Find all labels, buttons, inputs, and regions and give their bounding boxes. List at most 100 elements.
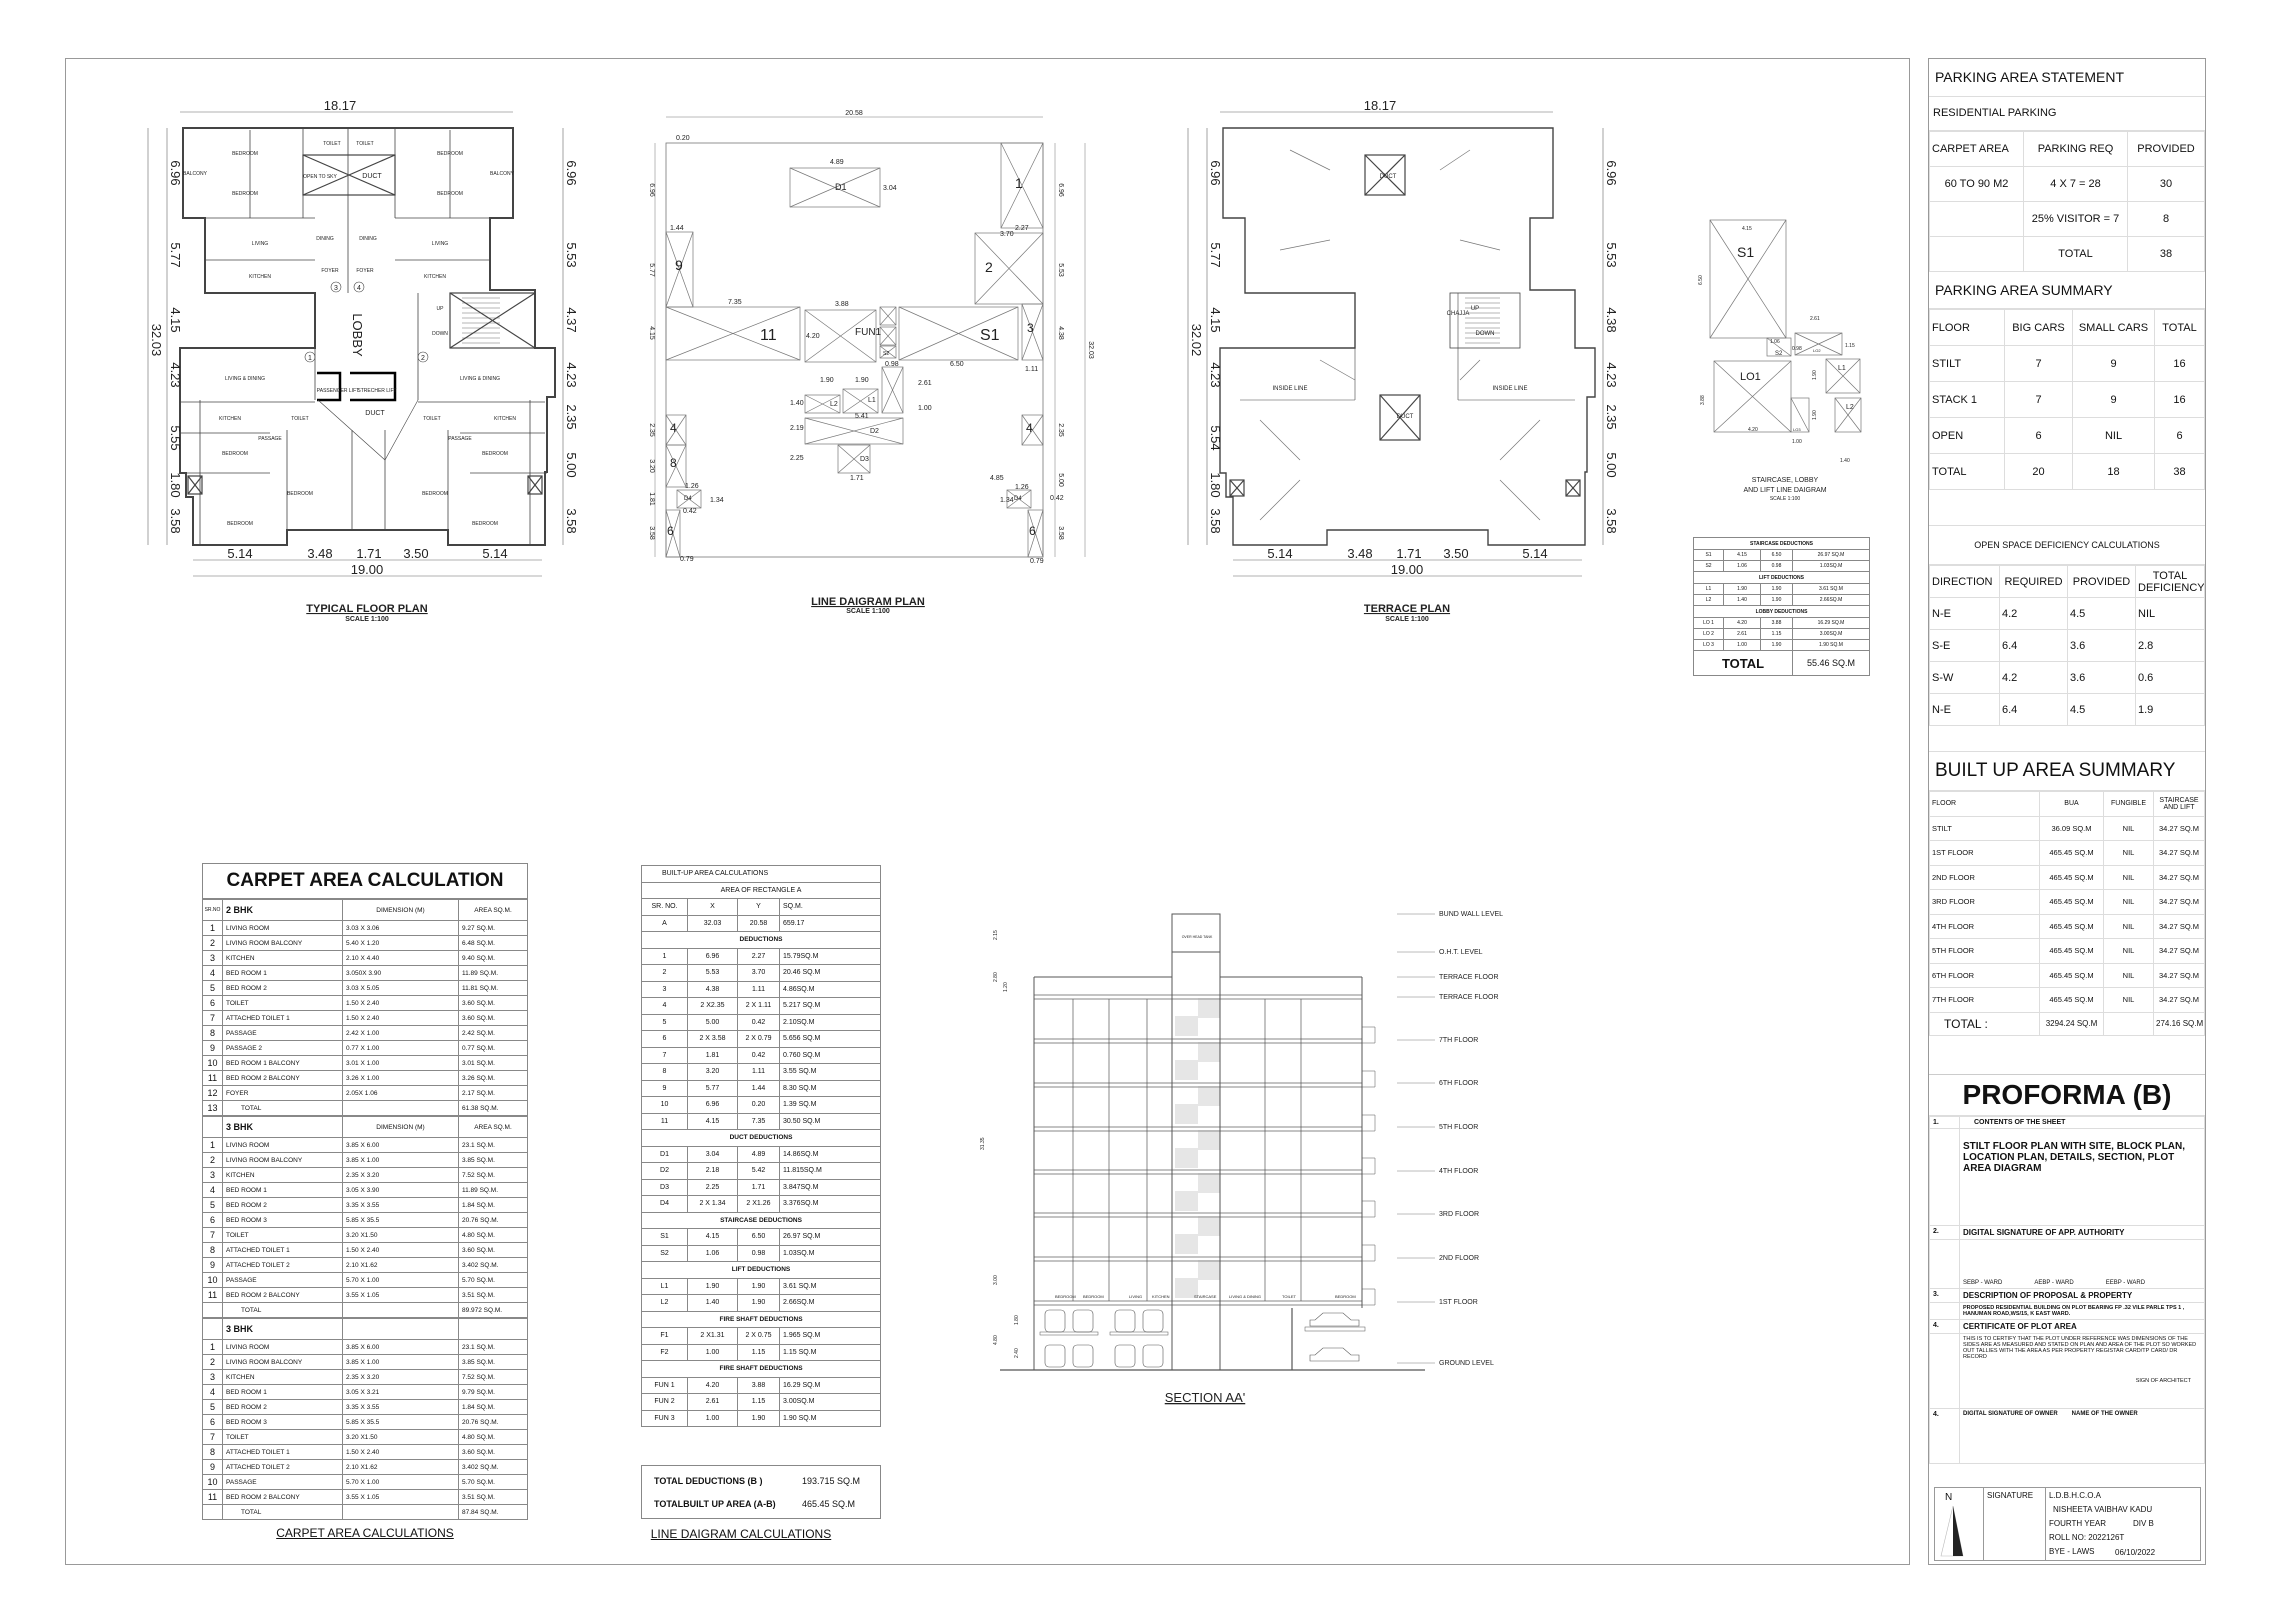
- table-cell: NIL: [2103, 913, 2154, 939]
- table-cell: ATTACHED TOILET 1: [222, 1010, 343, 1026]
- table-cell: S-W: [1929, 661, 2000, 694]
- dim: 1.71: [850, 475, 864, 482]
- calc-caption: LINE DAIGRAM CALCULATIONS: [650, 1527, 832, 1541]
- table-cell: 4.15: [687, 1228, 738, 1246]
- table-cell: 3.20 X1.50: [342, 1429, 459, 1445]
- arrow-icon: [1439, 149, 1471, 171]
- dim: 6.96: [1057, 183, 1064, 197]
- table-cell: LIVING ROOM: [222, 1339, 343, 1355]
- terrace-outline: [1219, 127, 1596, 546]
- table-cell: 3RD FLOOR: [1929, 889, 2040, 915]
- table-cell: 10: [202, 1272, 223, 1288]
- parking-summary-title: PARKING AREA SUMMARY: [1929, 272, 2205, 309]
- dim: 2.35: [564, 404, 579, 429]
- dim: 3.58: [648, 526, 655, 540]
- dim: 1.26: [685, 483, 699, 490]
- table-cell: STAIRCASE DEDUCTIONS: [1693, 537, 1870, 550]
- dim: 0.42: [1050, 495, 1064, 502]
- table-cell: TOILET: [222, 1429, 343, 1445]
- dim: 5.14: [1522, 546, 1547, 561]
- table-cell: 11.815SQ.M: [779, 1162, 881, 1180]
- table-cell: 1.90: [1760, 639, 1793, 651]
- table-cell: L1: [1693, 583, 1724, 595]
- block-label: L2: [830, 401, 838, 408]
- builtup-calc-table: BUILT-UP AREA CALCULATIONS AREA OF RECTA…: [641, 865, 881, 1427]
- table-cell: SMALL CARS: [2072, 309, 2155, 346]
- table-cell: 2 X2.35: [687, 997, 738, 1015]
- car-icon: [1309, 1312, 1360, 1327]
- table-cell: [2103, 1011, 2154, 1036]
- table-cell: 2.8: [2135, 629, 2205, 662]
- table-cell: 3.847SQ.M: [779, 1178, 881, 1196]
- table-cell: TOTAL: [222, 1302, 343, 1318]
- table-cell: 3.61 SQ.M: [779, 1277, 881, 1295]
- dim: 2.35: [1057, 423, 1064, 437]
- dim: 6.96: [168, 160, 183, 185]
- block-label: L2: [1846, 404, 1854, 411]
- table-cell: 3 BHK: [222, 1116, 343, 1138]
- table-cell: 5TH FLOOR: [1929, 938, 2040, 964]
- table-cell: BED ROOM 2: [222, 1399, 343, 1415]
- table-cell: 3.55 X 1.05: [342, 1489, 459, 1505]
- deduction-blocks: [665, 142, 1044, 558]
- table-cell: FUN 2: [641, 1393, 688, 1411]
- parking-statement-subtitle: RESIDENTIAL PARKING: [1929, 97, 2205, 131]
- table-cell: 2: [202, 935, 223, 951]
- table-cell: 20: [2004, 453, 2073, 490]
- table-cell: 1.9: [2135, 693, 2205, 726]
- table-cell: L2: [1693, 594, 1724, 606]
- table-cell: 61.38 SQ.M.: [458, 1100, 528, 1116]
- item-heading: DESCRIPTION OF PROPOSAL & PROPERTY: [1959, 1287, 2205, 1303]
- north-arrow-icon: [1940, 1505, 1964, 1557]
- table-cell: KITCHEN: [222, 950, 343, 966]
- table-cell: 12: [202, 1085, 223, 1101]
- table-cell: LIVING ROOM: [222, 920, 343, 936]
- table-cell: 3.04: [687, 1145, 738, 1163]
- item-heading: CERTIFICATE OF PLOT AREA: [1959, 1318, 2205, 1334]
- dim: 1.11: [1025, 366, 1038, 373]
- dim-overall-width: 19.00: [1391, 562, 1424, 577]
- table-cell: 16.29 SQ.M: [1792, 617, 1870, 629]
- table-cell: 2.10SQ.M: [779, 1013, 881, 1031]
- table-cell: BED ROOM 1: [222, 965, 343, 981]
- typical-floor-plan: 18.17 32.03 6.96 5.77 4.15 4.23 5.55 1.8…: [147, 100, 579, 623]
- table-cell: 9: [202, 1040, 223, 1056]
- table-cell: 0.98: [737, 1244, 780, 1262]
- header-row: 3 BHK: [202, 1318, 528, 1340]
- table-cell: 2 X1.26: [737, 1195, 780, 1213]
- arrow-icon: [1279, 239, 1331, 251]
- terrace-labels: DUCT DUCT INSIDE LINE INSIDE LINE CHAJJA…: [1272, 174, 1527, 420]
- table-cell: LO 2: [1693, 628, 1724, 640]
- slope-arrows: [1259, 149, 1541, 521]
- table-cell: 3.00SQ.M: [1792, 628, 1870, 640]
- table-cell: 5: [641, 1013, 688, 1031]
- table-cell: 1.15: [1760, 628, 1793, 640]
- table-cell: 3.60 SQ.M.: [458, 1242, 528, 1258]
- lobby-label: LOBBY: [350, 313, 365, 357]
- terrace-plan: 18.17 32.02 6.96 5.77 4.15 4.23 5.54 1.8…: [1187, 100, 1619, 623]
- ward-label: EEBP - WARD: [2105, 1279, 2146, 1286]
- table-cell: 4.2: [1999, 597, 2068, 630]
- dim: 1.90: [1812, 370, 1818, 380]
- table-cell: 3.35 X 3.55: [342, 1399, 459, 1415]
- table-cell: 11: [202, 1070, 223, 1086]
- table-cell: 2 X 0.75: [737, 1327, 780, 1345]
- dim: 5.55: [168, 425, 183, 450]
- table-cell: 30.50 SQ.M: [779, 1112, 881, 1130]
- table-cell: 9: [2072, 381, 2155, 418]
- table-cell: 465.45 SQ.M: [2039, 962, 2104, 988]
